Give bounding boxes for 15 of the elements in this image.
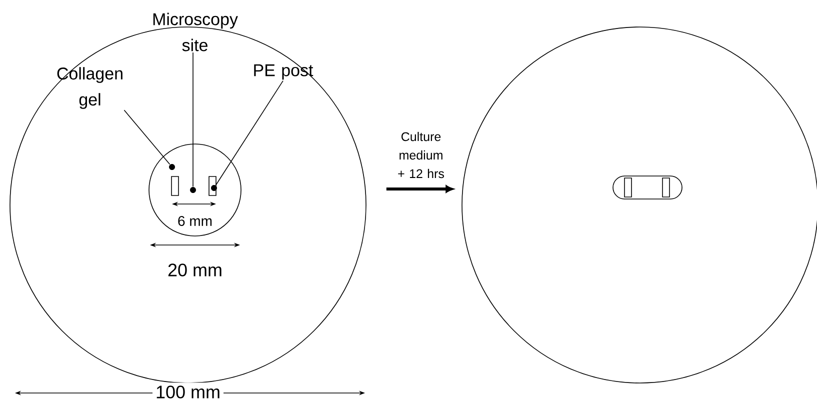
dimension-label: 6 mm (178, 216, 212, 226)
post-rect (171, 176, 179, 196)
post-rect (624, 178, 632, 198)
arrow (386, 185, 454, 193)
post-rect (662, 178, 670, 198)
gel-capsule (612, 176, 682, 200)
dimension-label: 20 mm (168, 264, 222, 276)
leader-line (124, 110, 170, 165)
edge-label: Culture medium + 12 hrs (398, 132, 444, 178)
leader-line (215, 80, 284, 186)
leader-line (192, 52, 194, 187)
gel-circle (148, 144, 242, 236)
dimension-label: 100 mm (152, 382, 224, 402)
post-rect (208, 176, 216, 196)
callout-text: Microscopy site (153, 12, 238, 52)
